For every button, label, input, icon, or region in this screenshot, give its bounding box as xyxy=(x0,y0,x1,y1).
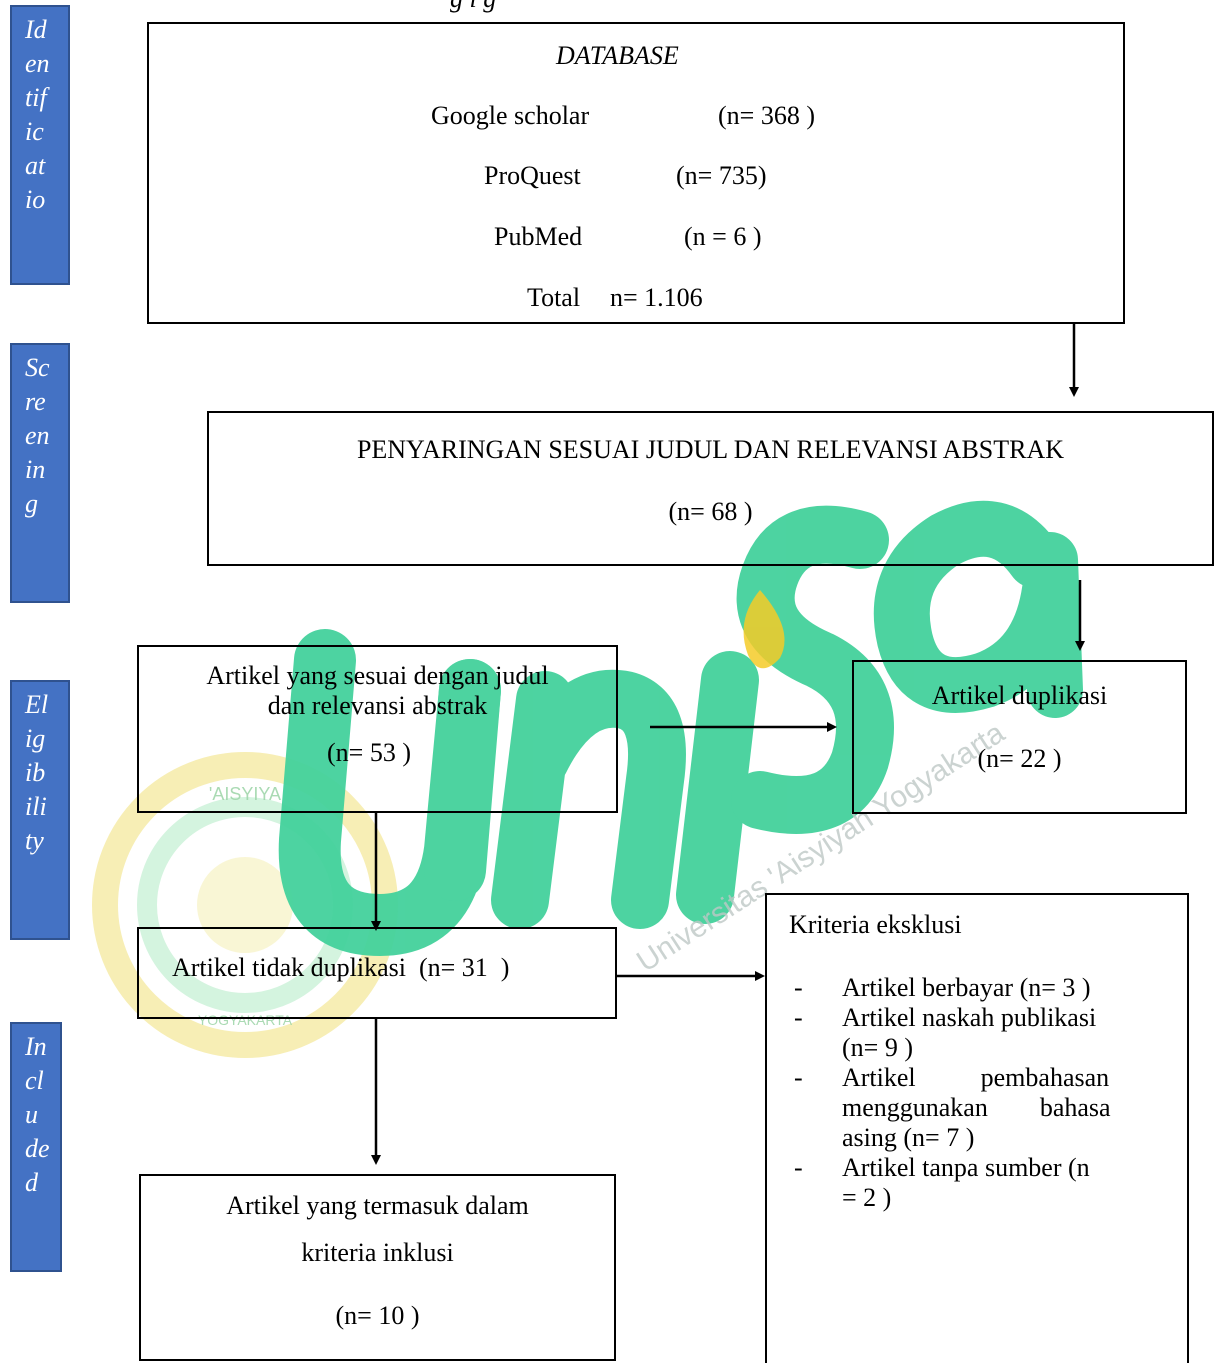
included-line2: kriteria inklusi xyxy=(301,1238,454,1267)
screening-box xyxy=(207,411,1214,566)
db-pubmed-count: (n = 6 ) xyxy=(684,222,762,251)
duplicate-count: (n= 22 ) xyxy=(977,744,1062,773)
screening-count: (n= 68 ) xyxy=(668,497,753,526)
db-proquest-count: (n= 735) xyxy=(676,161,767,190)
included-box xyxy=(139,1174,616,1361)
included-line1: Artikel yang termasuk dalam xyxy=(226,1191,529,1220)
db-pubmed-name: PubMed xyxy=(494,222,583,251)
duplicate-box xyxy=(852,660,1187,814)
database-title: DATABASE xyxy=(556,41,679,70)
screening-title: PENYARINGAN SESUAI JUDUL DAN RELEVANSI A… xyxy=(356,435,1065,464)
included-count: (n= 10 ) xyxy=(335,1301,420,1330)
exclusion-title: Kriteria eksklusi xyxy=(789,910,962,939)
exclusion-box xyxy=(765,893,1189,1363)
eligible-box xyxy=(137,645,618,813)
exclusion-item: -Artikel berbayar (n= 3 ) xyxy=(794,973,1091,1002)
exclusion-list: -Artikel berbayar (n= 3 ) -Artikel naska… xyxy=(780,973,1175,1213)
duplicate-label: Artikel duplikasi xyxy=(931,681,1108,710)
eligible-line2: dan relevansi abstrak xyxy=(267,691,488,720)
db-proquest-name: ProQuest xyxy=(484,161,581,190)
header-partial: g i g xyxy=(450,0,496,14)
exclusion-item: -Artikel tanpa sumber (n= 2 ) xyxy=(794,1153,1090,1212)
db-google-count: (n= 368 ) xyxy=(718,101,815,130)
exclusion-item: -Artikel naskah publikasi(n= 9 ) xyxy=(794,1003,1097,1062)
db-total-value: n= 1.106 xyxy=(610,283,703,312)
db-total-label: Total xyxy=(527,283,581,312)
eligible-line1: Artikel yang sesuai dengan judul xyxy=(206,661,549,690)
db-google-name: Google scholar xyxy=(431,101,590,130)
database-box xyxy=(147,22,1125,324)
not-duplicate-label: Artikel tidak duplikasi (n= 31 ) xyxy=(172,953,510,982)
eligible-count: (n= 53 ) xyxy=(327,738,411,767)
